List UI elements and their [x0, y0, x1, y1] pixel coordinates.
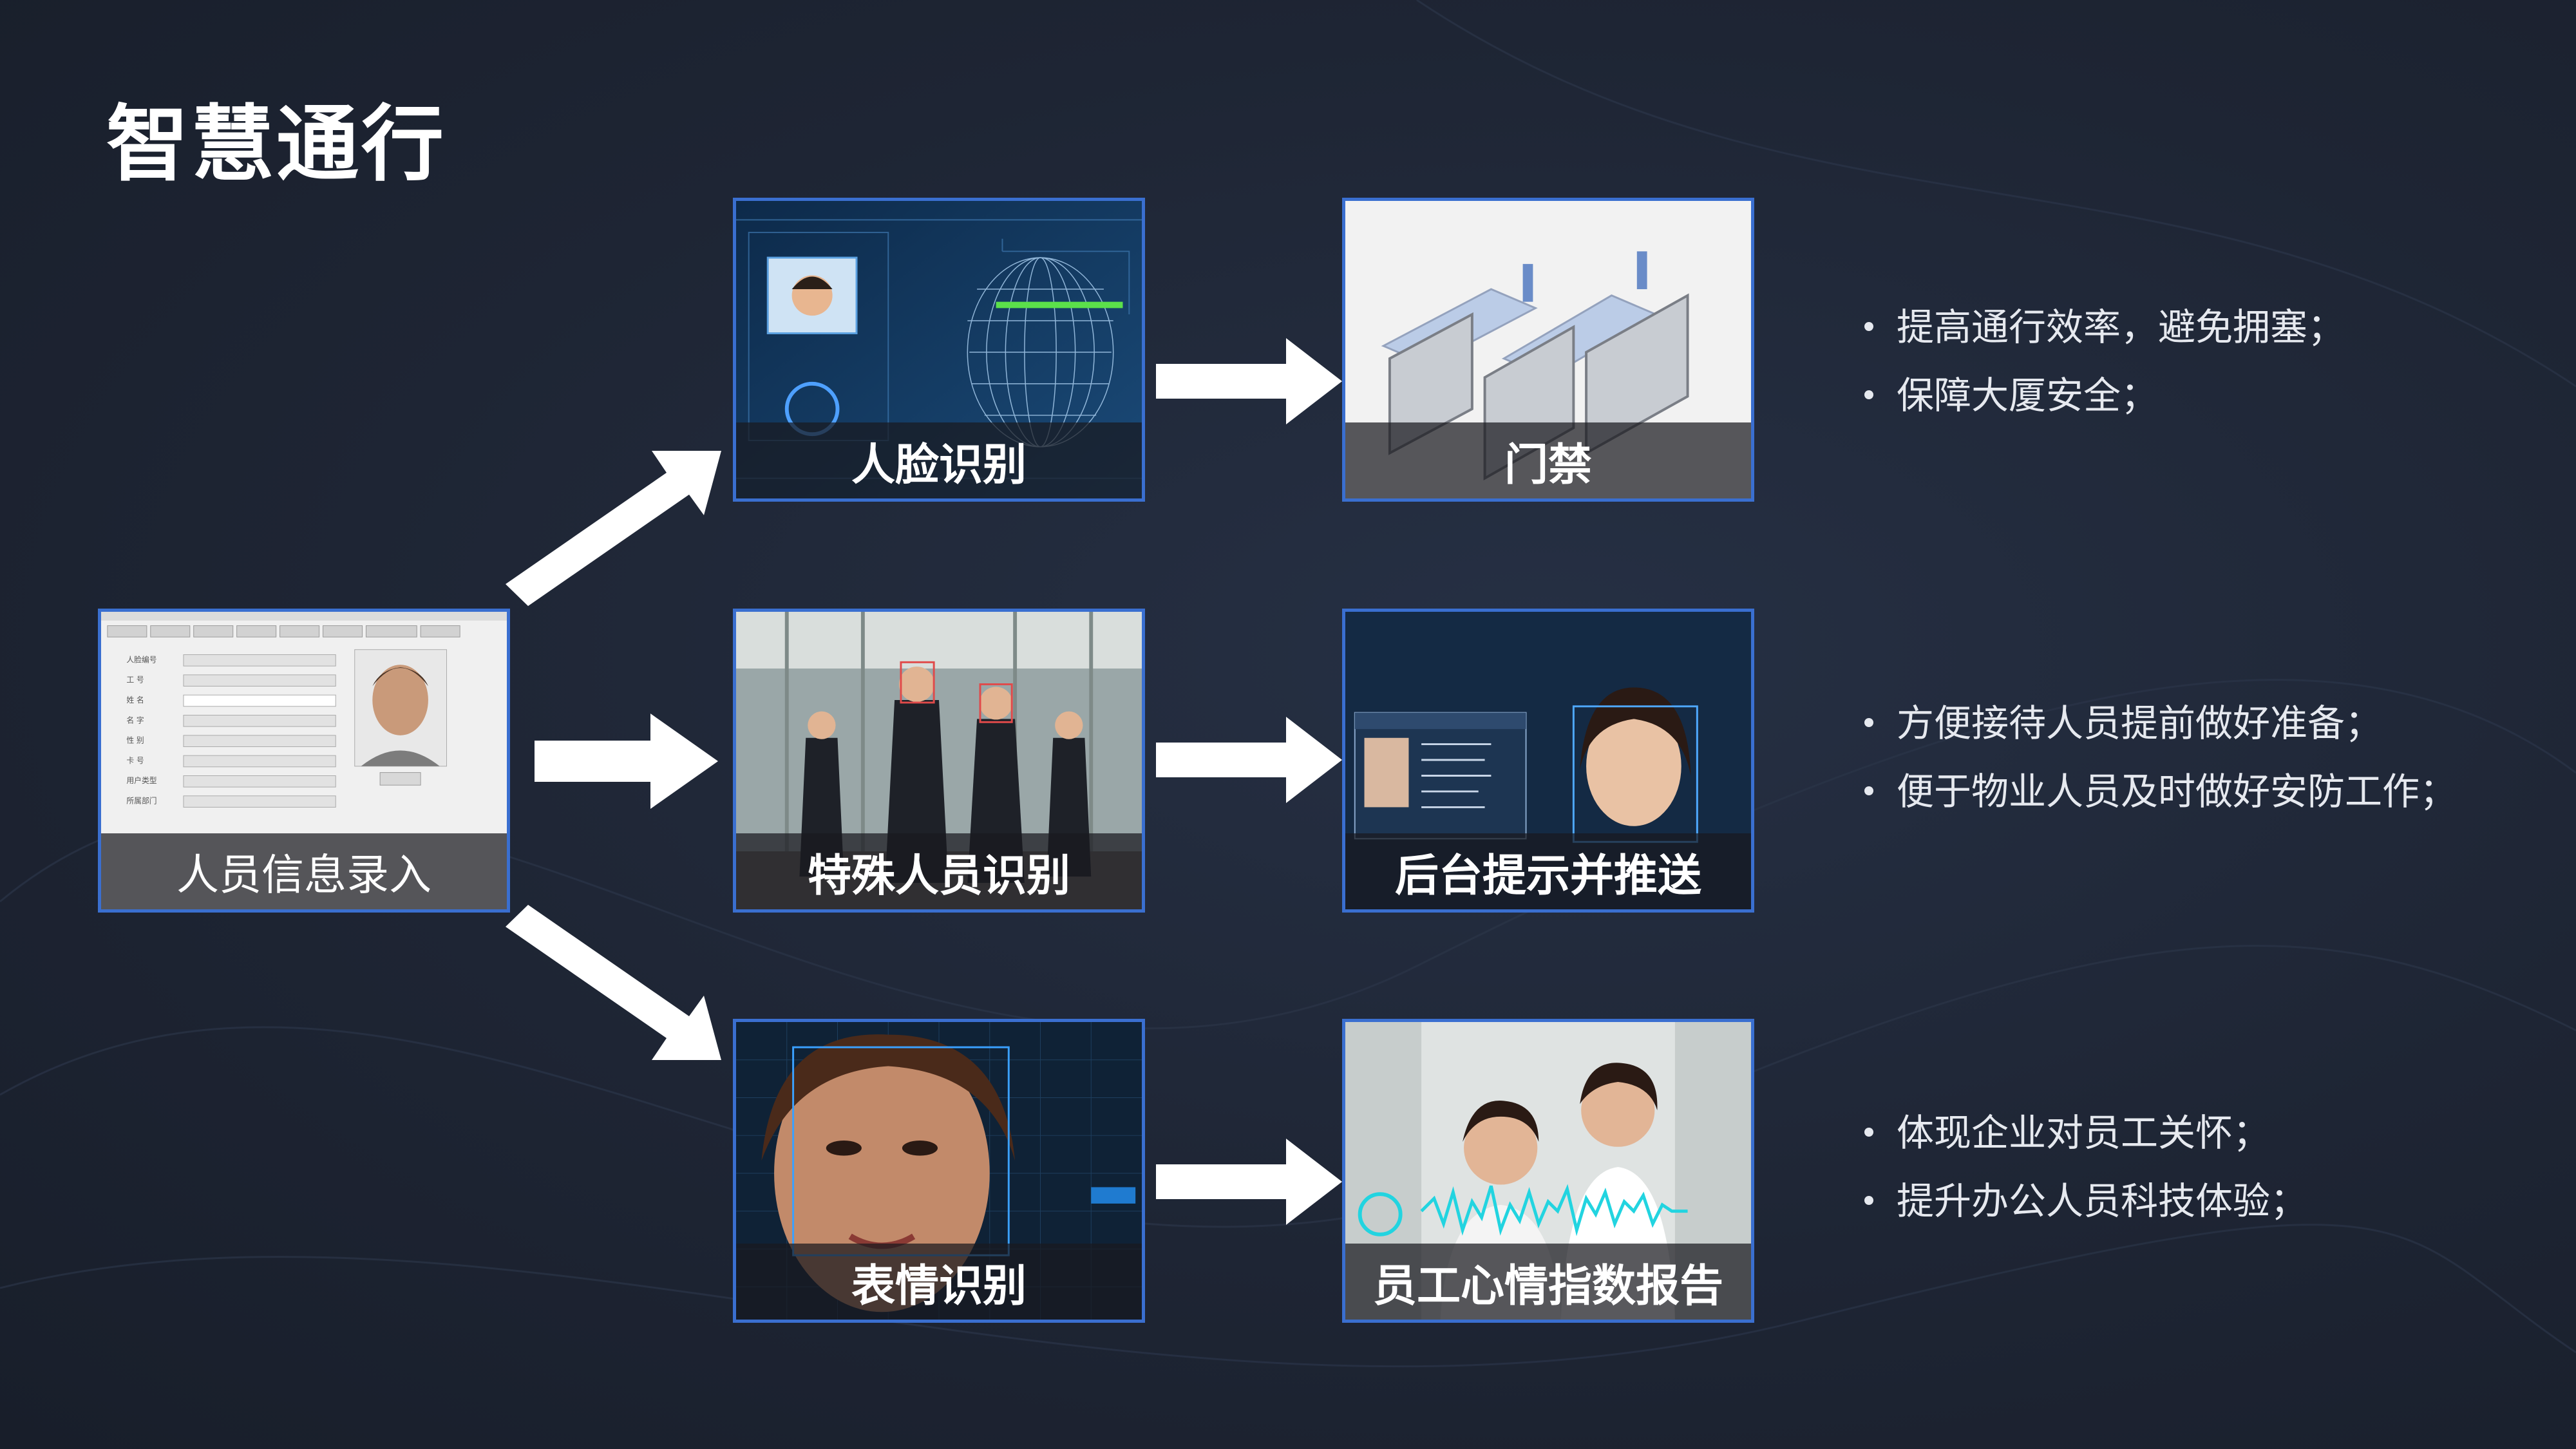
bullet-dot-icon: [1864, 1128, 1873, 1137]
bullet-item: 体现企业对员工关怀；: [1858, 1099, 2307, 1167]
card-label: 门禁: [1345, 422, 1751, 498]
bullet-dot-icon: [1864, 322, 1873, 331]
svg-text:性 别: 性 别: [126, 736, 144, 745]
card-label: 后台提示并推送: [1345, 833, 1751, 909]
bullets-row-2: 方便接待人员提前做好准备； 便于物业人员及时做好安防工作；: [1858, 689, 2457, 826]
card-access-gate: 门禁: [1342, 198, 1754, 502]
svg-text:人脸编号: 人脸编号: [126, 655, 156, 664]
bullets-row-1: 提高通行效率，避免拥塞； 保障大厦安全；: [1858, 293, 2345, 430]
svg-text:卡 号: 卡 号: [126, 756, 144, 765]
svg-text:名 字: 名 字: [126, 715, 144, 724]
bullet-item: 方便接待人员提前做好准备；: [1858, 689, 2457, 757]
svg-text:用户类型: 用户类型: [126, 776, 156, 785]
card-label: 表情识别: [736, 1244, 1142, 1320]
card-label: 人脸识别: [736, 422, 1142, 498]
card-mood-report: 员工心情指数报告: [1342, 1019, 1754, 1323]
card-label: 人员信息录入: [101, 833, 507, 909]
svg-text:姓 名: 姓 名: [126, 696, 144, 705]
card-expression-recognition: 表情识别: [733, 1019, 1145, 1323]
card-special-person-recognition: 特殊人员识别: [733, 609, 1145, 913]
bullet-item: 提高通行效率，避免拥塞；: [1858, 293, 2345, 361]
bullet-dot-icon: [1864, 1196, 1873, 1205]
card-personnel-entry: 人脸编号工 号 姓 名名 字 性 别卡 号 用户类型所属部门 人员信息录入: [98, 609, 510, 913]
bullet-item: 提升办公人员科技体验；: [1858, 1167, 2307, 1235]
bullet-dot-icon: [1864, 718, 1873, 727]
bullet-dot-icon: [1864, 390, 1873, 399]
bullet-dot-icon: [1864, 786, 1873, 795]
svg-text:工 号: 工 号: [126, 676, 144, 685]
card-backend-alert: 后台提示并推送: [1342, 609, 1754, 913]
bullet-item: 保障大厦安全；: [1858, 361, 2345, 430]
svg-text:所属部门: 所属部门: [126, 797, 156, 806]
bullets-row-3: 体现企业对员工关怀； 提升办公人员科技体验；: [1858, 1099, 2307, 1235]
card-face-recognition: 人脸识别: [733, 198, 1145, 502]
bullet-item: 便于物业人员及时做好安防工作；: [1858, 757, 2457, 826]
page-title: 智慧通行: [106, 97, 447, 193]
card-label: 特殊人员识别: [736, 833, 1142, 909]
card-label: 员工心情指数报告: [1345, 1244, 1751, 1320]
